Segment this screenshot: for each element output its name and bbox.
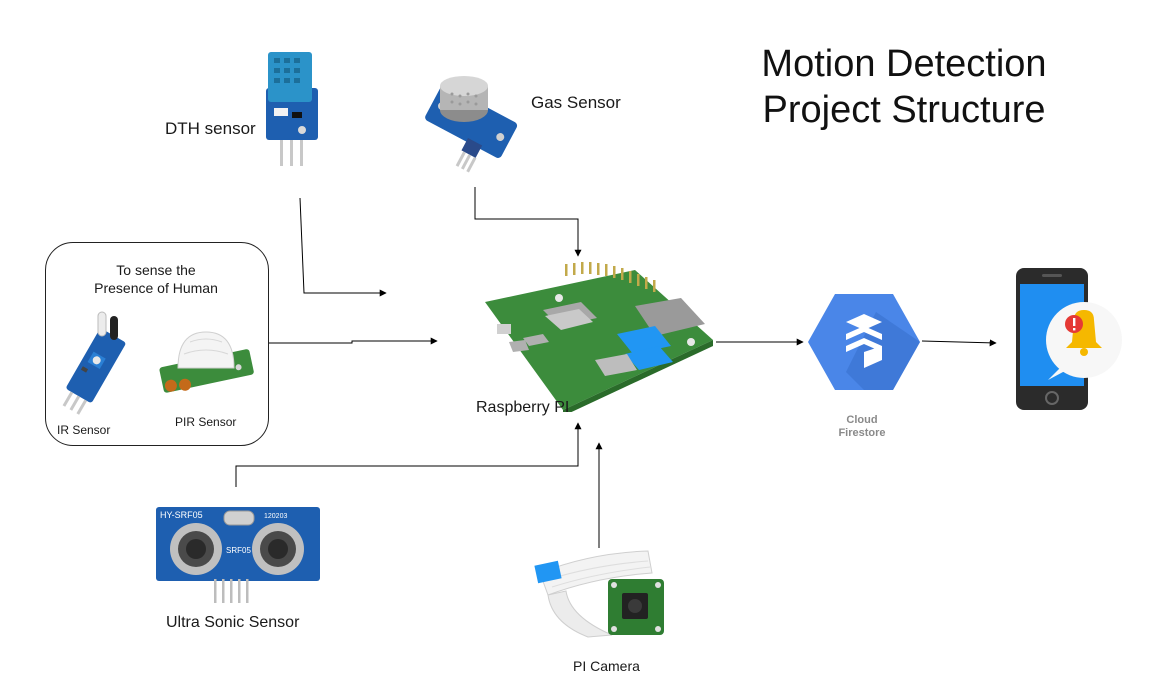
wire-dth-to-pi [299, 197, 387, 297]
ultrasonic-sensor-module-icon: HY-SRF05 SRF05 120203 [156, 507, 320, 603]
wire-group-to-pi [267, 337, 438, 345]
human-presence-group [45, 242, 269, 446]
dht-sensor-module-icon [266, 52, 318, 166]
gas-sensor-module-icon [425, 76, 518, 173]
group-heading-line-1: To sense the [116, 262, 196, 278]
title-line-1: Motion Detection [761, 43, 1047, 85]
wire-cloud-to-phone [921, 339, 997, 347]
smartphone-notification-icon [1016, 268, 1122, 410]
pi-camera-label: PI Camera [573, 658, 640, 674]
pir-sensor-label: PIR Sensor [175, 415, 237, 429]
ultrasonic-chip-text: SRF05 [226, 546, 251, 555]
ir-sensor-module-icon [62, 311, 126, 415]
wire-ultrasonic-to-pi [235, 422, 582, 487]
ultrasonic-model-text: HY-SRF05 [160, 510, 203, 520]
title-line-2: Project Structure [762, 89, 1046, 131]
ir-sensor-label: IR Sensor [57, 423, 111, 437]
cloud-firestore-icon [808, 294, 920, 390]
pir-sensor-module-icon [159, 331, 254, 393]
ultrasonic-sensor-label: Ultra Sonic Sensor [166, 614, 300, 631]
pi-camera-module-icon [534, 550, 664, 638]
wire-gas-to-pi [474, 187, 582, 257]
cloud-label-line-2: Firestore [838, 427, 886, 439]
cloud-label-line-1: Cloud [846, 414, 878, 426]
gas-sensor-label: Gas Sensor [531, 93, 621, 112]
ultrasonic-code-text: 120203 [264, 513, 287, 520]
raspberry-pi-label: Raspberry PI [476, 399, 570, 416]
raspberry-pi-board-icon [485, 262, 713, 412]
dth-sensor-label: DTH sensor [165, 119, 256, 138]
group-heading-line-2: Presence of Human [94, 280, 218, 296]
